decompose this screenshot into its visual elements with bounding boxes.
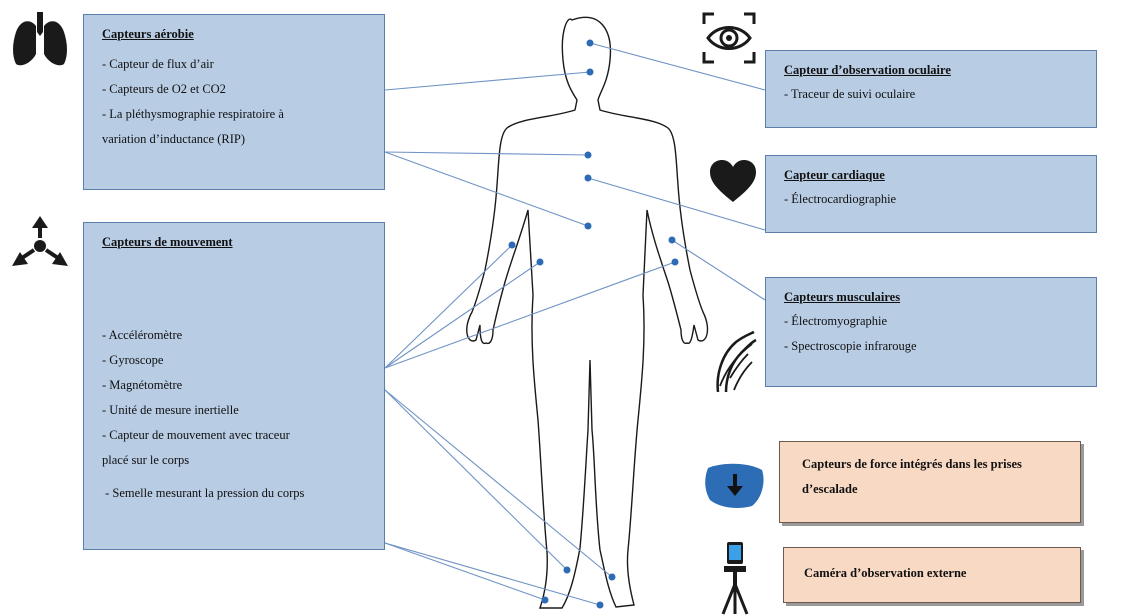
sensor-dot-left-ankle xyxy=(564,567,571,574)
camera-box: Caméra d’observation externe xyxy=(783,547,1081,603)
connector-line xyxy=(385,262,540,368)
cardiac-sensor-box: Capteur cardiaque - Électrocardiographie xyxy=(765,155,1097,233)
aerobic-sensors-title: Capteurs aérobie xyxy=(102,27,366,42)
heart-icon xyxy=(708,158,758,204)
sensor-dot-left-arm xyxy=(509,242,516,249)
force-sensors-box: Capteurs de force intégrés dans les pris… xyxy=(779,441,1081,523)
lungs-icon xyxy=(10,10,70,68)
muscle-sensors-title: Capteurs musculaires xyxy=(784,290,1078,305)
aerobic-item: - Capteur de flux d’air xyxy=(102,52,366,77)
movement-sensors-box: Capteurs de mouvement - Accéléromètre - … xyxy=(83,222,385,550)
climbing-hold-icon xyxy=(702,460,768,510)
connector-line xyxy=(385,245,512,368)
connector-line xyxy=(385,152,588,226)
movement-item: placé sur le corps xyxy=(102,448,366,473)
connector-line xyxy=(385,543,600,605)
aerobic-item: - Capteurs de O2 et CO2 xyxy=(102,77,366,102)
sensor-dot-heart xyxy=(585,175,592,182)
sensor-dot-left-foot xyxy=(542,597,549,604)
sensor-dots xyxy=(509,40,679,609)
sensor-dot-mouth xyxy=(587,69,594,76)
movement-item: - Capteur de mouvement avec traceur xyxy=(102,423,366,448)
movement-sensors-title: Capteurs de mouvement xyxy=(102,235,366,250)
camera-title: Caméra d’observation externe xyxy=(804,561,1060,586)
connector-line xyxy=(385,262,675,368)
sensor-dot-right-arm xyxy=(669,237,676,244)
connector-line xyxy=(385,152,588,155)
ocular-sensor-title: Capteur d’observation oculaire xyxy=(784,63,1078,78)
connector-line xyxy=(385,390,567,570)
movement-arrows-icon xyxy=(8,214,72,274)
connector-line xyxy=(385,390,612,577)
sensor-dot-abdomen xyxy=(585,223,592,230)
connector-line xyxy=(385,72,590,90)
connector-line xyxy=(385,543,545,600)
ocular-item: - Traceur de suivi oculaire xyxy=(784,82,1078,107)
eye-tracking-icon xyxy=(700,10,758,66)
aerobic-item: variation d’inductance (RIP) xyxy=(102,127,366,152)
sensor-dot-right-foot xyxy=(597,602,604,609)
sensor-dot-left-hip xyxy=(537,259,544,266)
sensor-dot-right-forearm xyxy=(672,259,679,266)
movement-item-insole: - Semelle mesurant la pression du corps xyxy=(102,481,366,506)
camera-tripod-icon xyxy=(718,540,752,615)
muscle-icon xyxy=(712,330,758,394)
sensor-dot-right-ankle xyxy=(609,574,616,581)
muscle-item: - Électromyographie xyxy=(784,309,1078,334)
muscle-sensors-box: Capteurs musculaires - Électromyographie… xyxy=(765,277,1097,387)
connector-line xyxy=(672,240,765,300)
movement-item: - Accéléromètre xyxy=(102,323,366,348)
aerobic-item: - La pléthysmographie respiratoire à xyxy=(102,102,366,127)
force-sensors-title: Capteurs de force intégrés dans les pris… xyxy=(802,452,1058,502)
aerobic-sensors-box: Capteurs aérobie - Capteur de flux d’air… xyxy=(83,14,385,190)
cardiac-sensor-title: Capteur cardiaque xyxy=(784,168,1078,183)
movement-item: - Unité de mesure inertielle xyxy=(102,398,366,423)
sensor-dot-chest xyxy=(585,152,592,159)
sensor-dot-eye xyxy=(587,40,594,47)
connector-lines xyxy=(385,43,765,605)
movement-item: - Magnétomètre xyxy=(102,373,366,398)
muscle-item: - Spectroscopie infrarouge xyxy=(784,334,1078,359)
cardiac-item: - Électrocardiographie xyxy=(784,187,1078,212)
ocular-sensor-box: Capteur d’observation oculaire - Traceur… xyxy=(765,50,1097,128)
body-outline xyxy=(467,17,708,608)
movement-item: - Gyroscope xyxy=(102,348,366,373)
